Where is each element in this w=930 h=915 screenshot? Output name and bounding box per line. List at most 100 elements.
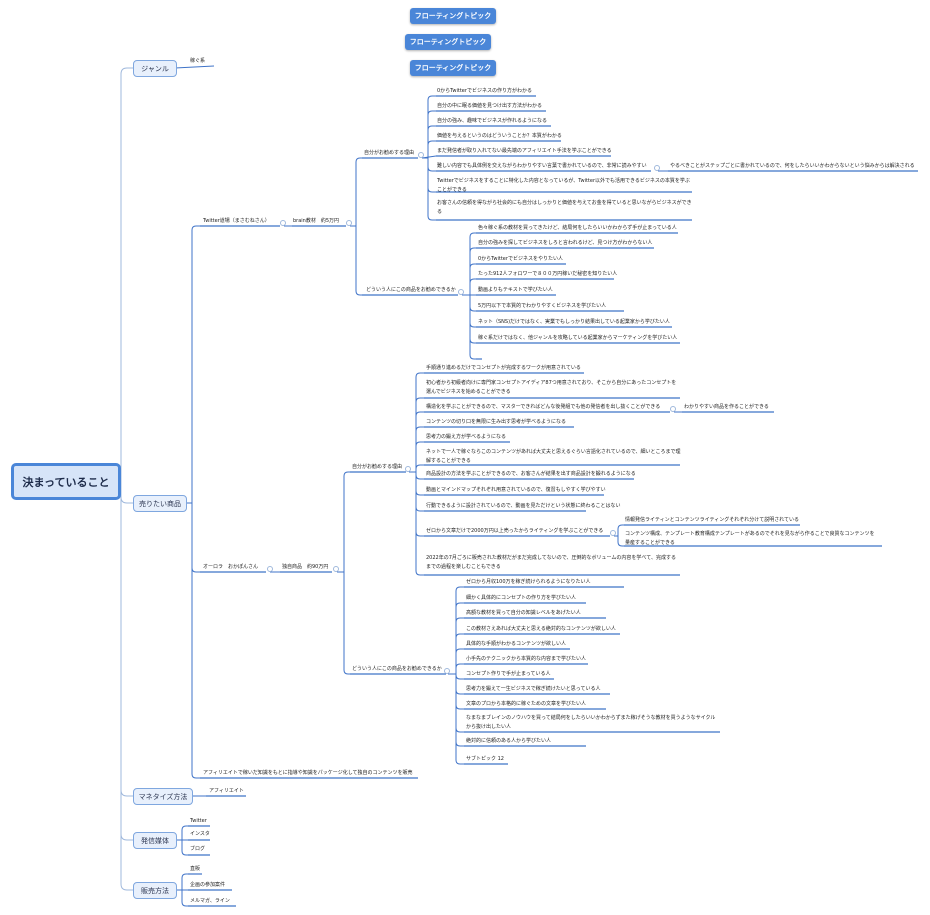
category-sales[interactable]: 販売方法 xyxy=(133,882,177,899)
twitter-author[interactable]: Twitter道場（まさむねさん） xyxy=(203,218,270,224)
twitter-reason[interactable]: お客さんの信頼を得ながら社会的にも自分はしっかりと価値を与えてお金を得ていると思… xyxy=(437,200,692,215)
aurora-product[interactable]: 独自商品 約90万円 xyxy=(282,564,329,570)
aurora-reason[interactable]: 手順通り進めるだけでコンセプトが完成するワークが用意されている xyxy=(426,365,581,371)
collapse-toggle[interactable] xyxy=(346,220,352,226)
collapse-toggle[interactable] xyxy=(405,466,411,472)
floating-topic[interactable]: フローティングトピック xyxy=(410,60,496,76)
aurora-writing-note[interactable]: 情報発信ライティンとコンテンツライティングそれぞれ分けて説明されている xyxy=(625,517,800,523)
twitter-reason[interactable]: 自分の中に眠る価値を見つけ出す方法がわかる xyxy=(437,103,543,109)
sales-item[interactable]: 直販 xyxy=(190,866,201,872)
connector-line xyxy=(462,294,476,312)
twitter-target[interactable]: たった912人フォロワーで８００万円稼いだ秘密を知りたい人 xyxy=(478,271,618,277)
twitter-target[interactable]: 0からTwitterでビジネスをやりたい人 xyxy=(478,256,563,262)
aurora-reason[interactable]: コンテンツの切り口を無限に生み出す思考が学べるようになる xyxy=(426,419,567,425)
connector-line xyxy=(462,263,476,296)
product-note[interactable]: アフィリエイトで稼いだ知識をもとに指導や知識をパッケージ化して独自のコンテンツを… xyxy=(203,770,413,776)
twitter-target[interactable]: ネット（SNS)だけではなく、実業でもしっかり結果出している起業家から学びたい人 xyxy=(478,319,670,325)
aurora-reason-note[interactable]: わかりやすい商品を作ることができる xyxy=(684,404,769,410)
aurora-target[interactable]: ゼロから月収100万を稼ぎ続けられるようになりたい人 xyxy=(466,579,591,585)
aurora-target[interactable]: 高額な教材を買って自分の知識レベルをあげたい人 xyxy=(466,610,581,616)
aurora-target[interactable]: なまなまブレインのノウハウを買って結局何をしたらいいかわからずまた稼げそうな教材… xyxy=(466,715,716,730)
aurora-reason[interactable]: 行動できるように設計されているので、動画を見ただけという状態に終わることはない xyxy=(426,503,621,509)
sales-item[interactable]: メルマガ、ライン xyxy=(190,898,230,904)
twitter-target[interactable]: 動画よりもテキストで学びたい人 xyxy=(478,287,553,293)
twitter-reason-note[interactable]: やるべきことがステップごとに書かれているので、何をしたらいいかわからないという悩… xyxy=(670,163,915,169)
floating-topic[interactable]: フローティングトピック xyxy=(410,8,496,24)
twitter-reason[interactable]: 0からTwitterでビジネスの作り方がわかる xyxy=(437,88,532,94)
connector-line xyxy=(422,95,436,159)
category-genre[interactable]: ジャンル xyxy=(133,60,177,77)
aurora-reason[interactable]: 構造化を学ぶことができるので、マスターできればどんな後発組でも他の発信者を出し抜… xyxy=(426,404,661,410)
aurora-reason[interactable]: ネットで一人で稼ぐならこのコンテンツがあれば大丈夫と思えるぐらい言語化されている… xyxy=(426,449,681,464)
aurora-target[interactable]: 文章のプロから本格的に稼ぐための文章を学びたい人 xyxy=(466,701,587,707)
connector-line xyxy=(422,157,436,172)
media-item[interactable]: Twitter xyxy=(190,818,207,824)
media-item[interactable]: ブログ xyxy=(190,846,206,852)
connector-line xyxy=(448,602,464,675)
collapse-toggle[interactable] xyxy=(458,289,464,295)
twitter-reason[interactable]: 難しい内容でも具体例を交えながらわかりやすい言葉で書かれているので、非常に読みや… xyxy=(437,163,647,169)
floating-topic[interactable]: フローティングトピック xyxy=(405,34,491,50)
root-topic[interactable]: 決まっていること xyxy=(11,463,121,500)
aurora-reason-label[interactable]: 自分がお勧めする理由 xyxy=(352,464,403,470)
category-media[interactable]: 発信媒体 xyxy=(133,832,177,849)
collapse-toggle[interactable] xyxy=(444,668,450,674)
aurora-target[interactable]: 具体的な手順がわかるコンテンツが欲しい人 xyxy=(466,641,567,647)
collapse-toggle[interactable] xyxy=(610,530,616,536)
twitter-reason[interactable]: 自分の強み、趣味でビジネスが作れるようになる xyxy=(437,118,548,124)
collapse-toggle[interactable] xyxy=(280,220,286,226)
monetize-item[interactable]: アフィリエイト xyxy=(209,788,244,794)
aurora-target[interactable]: この教材さえあれば大丈夫と思える絶対的なコンテンツが欲しい人 xyxy=(466,626,616,632)
aurora-target[interactable]: 思考力を鍛えて一生ビジネスで稼ぎ続けたいと思っている人 xyxy=(466,686,601,692)
aurora-target[interactable]: サブトピック 12 xyxy=(466,756,504,762)
connector-line xyxy=(462,294,476,360)
connector-line xyxy=(409,426,424,473)
category-product[interactable]: 売りたい商品 xyxy=(133,495,187,512)
connector-line xyxy=(462,294,476,344)
connector-line xyxy=(175,873,188,891)
aurora-target[interactable]: 細かく具体的にコンセプトの作り方を学びたい人 xyxy=(466,595,577,601)
connector-line xyxy=(422,157,436,221)
connector-line xyxy=(185,225,200,504)
connector-line xyxy=(422,110,436,159)
aurora-reason[interactable]: 思考力の鍛え方が学べるようになる xyxy=(426,434,507,440)
connector-line xyxy=(115,477,133,797)
twitter-target[interactable]: 5万円以下で本質的でわかりやすくビジネスを学びたい人 xyxy=(478,303,607,309)
collapse-toggle[interactable] xyxy=(267,566,273,572)
connector-line xyxy=(409,411,424,473)
collapse-toggle[interactable] xyxy=(654,165,660,171)
aurora-target[interactable]: 絶対的に信頼のある人から学びたい人 xyxy=(466,738,552,744)
genre-item[interactable]: 稼ぐ系 xyxy=(190,58,206,64)
aurora-target[interactable]: コンセプト作りで手が止まっている人 xyxy=(466,671,551,677)
twitter-product[interactable]: brain教材 約5万円 xyxy=(293,218,340,224)
connector-line xyxy=(614,535,624,547)
collapse-toggle[interactable] xyxy=(333,566,339,572)
twitter-reason[interactable]: Twitterでビジネスをすることに特化した内容となっているが、Twitter以… xyxy=(437,178,690,193)
connector-line xyxy=(115,477,133,891)
twitter-target[interactable]: 稼ぐ系だけではなく、他ジャンルを攻略している起業家からマーケティングを学びたい人 xyxy=(478,335,678,341)
media-item[interactable]: インスタ xyxy=(190,831,210,837)
category-monetize[interactable]: マネタイズ方法 xyxy=(133,788,193,805)
aurora-target[interactable]: 小手先のテクニックから本質的な内容まで学びたい人 xyxy=(466,656,587,662)
collapse-toggle[interactable] xyxy=(670,406,676,412)
aurora-author[interactable]: オーロラ おかぽんさん xyxy=(203,564,259,570)
twitter-reason[interactable]: まだ発信者が取り入れてない最先端のアフィリエイト手法を学ぶことができる xyxy=(437,148,612,154)
aurora-target-label[interactable]: どういう人にこの商品をお勧めできるか xyxy=(352,666,442,672)
aurora-reason[interactable]: 商品設計の方法を学ぶことができるので、お客さんが結果を出す商品設計を鍛れるように… xyxy=(426,471,636,477)
sales-item[interactable]: 企画の参加案件 xyxy=(190,882,226,888)
twitter-reason-label[interactable]: 自分がお勧めする理由 xyxy=(364,150,415,156)
twitter-target[interactable]: 自分の強みを探してビジネスをしろと言われるけど、見つけ方がわからない人 xyxy=(478,240,653,246)
connector-line xyxy=(422,157,436,193)
aurora-reason[interactable]: 2022年の7月ごろに販売された教材だがまだ完成してないので、圧倒的なボリューム… xyxy=(426,555,676,570)
collapse-toggle[interactable] xyxy=(418,152,424,158)
twitter-reason[interactable]: 価値を与えるというのはどういうことか？本質がわかる xyxy=(437,133,562,139)
aurora-reason[interactable]: ゼロから文章だけで2000万円以上売ったからライティングを学ぶことができる xyxy=(426,528,604,534)
aurora-writing-note[interactable]: コンテンツ構成、テンプレート教育構成テンプレートがあるのでそれを見ながら作ること… xyxy=(625,531,875,546)
twitter-target-label[interactable]: どういう人にこの商品をお勧めできるか xyxy=(366,287,456,293)
connector-line xyxy=(448,617,464,675)
aurora-reason[interactable]: 動画とマインドマップそれぞれ用意されているので、復習もしやすく学びやすい xyxy=(426,487,606,493)
twitter-target[interactable]: 色々稼ぐ系の教材を買ってきたけど、結局何をしたらいいかわからず手が止まっている人 xyxy=(478,225,677,231)
aurora-reason[interactable]: 初心者から初級者向けに専門家コンセプトアイディア87つ用意されており、そこから自… xyxy=(426,380,677,395)
